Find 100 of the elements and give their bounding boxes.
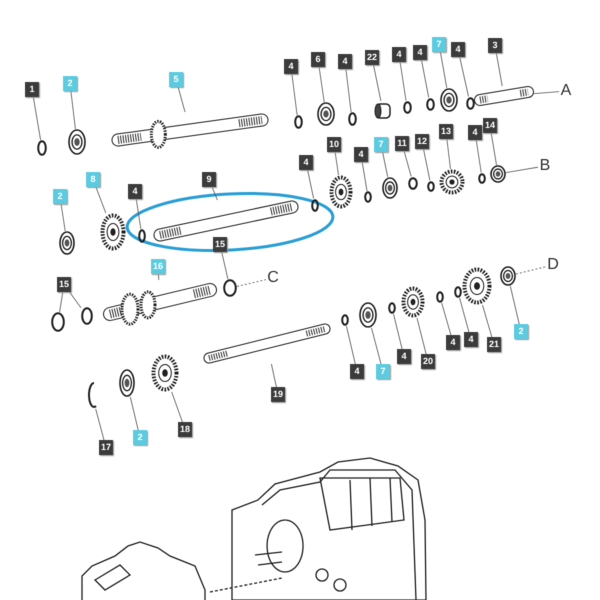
leader-line xyxy=(423,148,430,181)
leader-line xyxy=(95,408,104,440)
leader-line xyxy=(271,364,277,388)
callout-number: 4 xyxy=(464,332,478,347)
bearing-drawing xyxy=(59,231,75,255)
leader-line xyxy=(496,52,503,86)
reference-letter: A xyxy=(559,83,573,99)
washer-drawing xyxy=(37,140,47,156)
callout-number: 21 xyxy=(487,337,502,352)
callout-number: 4 xyxy=(451,42,465,57)
callout-number: 4 xyxy=(338,54,352,69)
leader-line xyxy=(382,152,388,178)
washer-drawing xyxy=(138,229,146,243)
gear-drawing xyxy=(100,213,126,251)
gear-drawing xyxy=(462,267,492,305)
leader-line xyxy=(440,52,448,88)
leader-line xyxy=(292,74,298,116)
leader-line xyxy=(307,170,314,199)
callout-number: 11 xyxy=(395,136,409,151)
leader-line xyxy=(534,91,560,94)
leader-line xyxy=(446,138,451,170)
callout-number: 2 xyxy=(514,324,528,339)
washer-drawing xyxy=(51,312,65,332)
callout-number: 10 xyxy=(327,137,342,152)
leader-line xyxy=(510,286,520,324)
bearing-drawing xyxy=(359,302,377,328)
callout-number: 1 xyxy=(25,82,39,97)
callout-number: 3 xyxy=(488,38,502,53)
washer-drawing xyxy=(402,100,412,114)
leader-line xyxy=(441,302,452,336)
washer-drawing xyxy=(408,176,418,190)
reference-letter: D xyxy=(546,257,560,273)
callout-number: 2 xyxy=(133,430,147,445)
washer-drawing xyxy=(388,302,396,314)
callout-number: 2 xyxy=(53,189,67,204)
callout-number: 16 xyxy=(151,259,166,274)
callout-number: 4 xyxy=(299,155,313,170)
callout-number: 20 xyxy=(421,354,436,369)
callout-number: 4 xyxy=(350,364,364,379)
gear-drawing xyxy=(151,354,179,392)
callout-number: 2 xyxy=(63,76,77,91)
callout-number: 6 xyxy=(311,52,325,67)
washer-drawing xyxy=(311,198,319,212)
bearing-drawing xyxy=(68,129,86,155)
leader-line xyxy=(421,60,430,98)
bearing-drawing xyxy=(490,165,506,183)
gear-drawing xyxy=(439,169,465,195)
leader-line xyxy=(69,292,82,308)
leader-line xyxy=(371,328,382,364)
callout-number: 17 xyxy=(99,440,114,455)
reference-letter: B xyxy=(538,158,552,174)
callout-number: 15 xyxy=(57,277,72,292)
washer-drawing xyxy=(436,291,444,303)
leader-line xyxy=(212,186,218,200)
leader-line xyxy=(346,326,356,364)
circlip-drawing xyxy=(85,381,99,409)
leader-line xyxy=(516,266,546,274)
leader-line xyxy=(393,314,402,350)
leader-line xyxy=(221,252,228,280)
washer-drawing xyxy=(294,115,302,129)
leader-line xyxy=(490,132,497,166)
leader-line xyxy=(70,90,76,130)
callout-number: 4 xyxy=(128,184,142,199)
bearing-drawing xyxy=(500,266,516,286)
bearing-drawing xyxy=(382,177,398,199)
bearing-drawing xyxy=(440,88,458,112)
washer-drawing xyxy=(348,112,356,126)
leader-line xyxy=(459,298,470,332)
leader-line xyxy=(459,56,469,97)
callout-number: 22 xyxy=(365,50,380,65)
washer-drawing xyxy=(427,180,435,192)
bearing-drawing xyxy=(119,369,135,397)
washer-drawing xyxy=(223,279,237,297)
leader-line xyxy=(482,304,492,338)
shaft-drawing xyxy=(154,200,298,242)
washer-drawing xyxy=(341,314,349,326)
leader-line xyxy=(59,292,64,312)
leader-line xyxy=(158,274,160,280)
gear-drawing xyxy=(329,175,353,209)
leader-line xyxy=(362,162,368,192)
callout-number: 13 xyxy=(439,124,454,139)
callout-number: 14 xyxy=(483,118,498,133)
washer-drawing xyxy=(466,96,474,110)
callout-number: 15 xyxy=(213,237,228,252)
leader-line xyxy=(236,279,266,287)
leader-line xyxy=(318,66,325,102)
callout-number: 19 xyxy=(271,387,286,402)
leader-line xyxy=(32,96,41,140)
callout-number: 7 xyxy=(374,137,388,152)
callout-number: 4 xyxy=(284,59,298,74)
washer-drawing xyxy=(364,191,372,203)
leader-line xyxy=(404,150,412,177)
leader-line xyxy=(171,392,183,422)
callout-number: 7 xyxy=(376,364,390,379)
bearing-drawing xyxy=(317,102,335,126)
leader-line xyxy=(373,64,382,102)
leader-line xyxy=(60,204,66,232)
leader-line xyxy=(136,198,142,230)
leader-line xyxy=(178,86,186,112)
shaft-drawing xyxy=(474,86,534,106)
